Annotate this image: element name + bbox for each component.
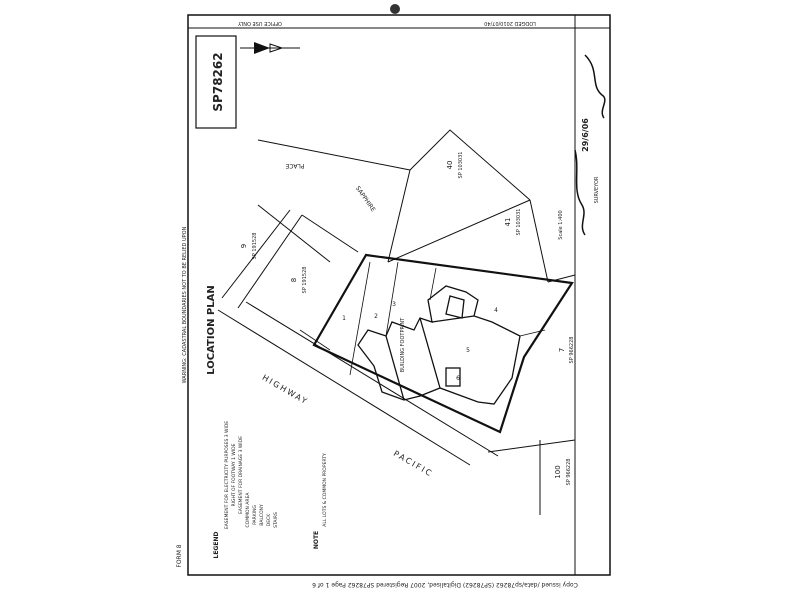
legend-item-2: RIGHT OF FOOTWAY 1 WIDE (231, 443, 237, 506)
road-highway-label: HIGHWAY (261, 373, 310, 407)
surveyor-date: 29/6/06 (581, 118, 590, 152)
legend-note-heading: NOTE (313, 531, 320, 549)
subject-parcel-boundary (312, 253, 574, 434)
lot-d-number: 41 (504, 218, 512, 227)
lot-a-plan: SP 191528 (302, 267, 308, 294)
surveyor-signature (574, 149, 586, 236)
legend-item-8: STAIRS (273, 512, 279, 528)
road-sapphire-label: SAPPHIRE (354, 185, 377, 213)
unit-2-label: 2 (374, 313, 378, 320)
plan-number-box (195, 35, 237, 129)
plan-number: SP78262 (211, 52, 225, 111)
road-lines (217, 139, 499, 466)
lot-b-number: 9 (240, 244, 248, 248)
lot-c-number: 40 (446, 161, 454, 170)
warning-text: WARNING: CADASTRAL BOUNDARIES NOT TO BE … (182, 226, 188, 383)
lot-d-plan: SP 103031 (516, 209, 522, 236)
lot-f-plan: SP 966228 (566, 459, 572, 486)
building-label: BUILDING FOOTPRINT (400, 317, 406, 372)
location-plan-title: LOCATION PLAN (206, 285, 217, 375)
legend-note: ALL LOTS & COMMON PROPERTY (322, 453, 328, 527)
unit-1-label: 1 (342, 315, 346, 322)
sheet-border (187, 14, 611, 576)
footer-text: Copy issued /data/sp78262 (SP78262) Digi… (312, 581, 578, 588)
form-label: FORM 8 (176, 544, 183, 567)
road-place-label: PLACE (285, 162, 304, 169)
lot-a-number: 8 (290, 278, 298, 282)
registrar-signature (584, 54, 606, 119)
north-arrow-icon (240, 42, 300, 54)
legend-item-5: PARKING (252, 505, 258, 525)
lot-e-number: 7 (558, 348, 566, 352)
lodged-text: LODGED 2010/07/40 (484, 20, 536, 26)
legend-heading: LEGEND (213, 532, 220, 559)
legend-item-7: DECK (266, 513, 272, 526)
registered-stamp (390, 4, 400, 14)
lot-f-number: 100 (554, 465, 562, 478)
road-pacific-label: PACIFIC (392, 449, 435, 479)
surveyor-title: SURVEYOR (594, 176, 600, 203)
unit-3-label: 3 (392, 301, 396, 308)
office-use-text: OFFICE USE ONLY (237, 20, 282, 26)
lot-e-plan: SP 966228 (569, 337, 575, 364)
lot-c-plan: SP 103031 (458, 152, 464, 179)
legend: LEGEND EASEMENT FOR ELECTRICITY PURPOSES… (213, 421, 328, 559)
legend-item-1: EASEMENT FOR ELECTRICITY PURPOSES 3 WIDE (224, 421, 230, 529)
internal-unit-lines (299, 261, 546, 376)
legend-item-4: COMMON AREA (245, 492, 251, 528)
scale-text: Scale 1:400 (558, 210, 564, 239)
unit-5-label: 5 (466, 347, 470, 354)
legend-item-3: EASEMENT FOR DRAINAGE 3 WIDE (238, 436, 244, 514)
building-footprint (357, 285, 521, 405)
unit-6-label: 6 (456, 375, 460, 382)
lot-b-plan: SP 191528 (252, 233, 258, 260)
unit-4-label: 4 (494, 307, 498, 314)
legend-item-6: BALCONY (259, 504, 265, 526)
